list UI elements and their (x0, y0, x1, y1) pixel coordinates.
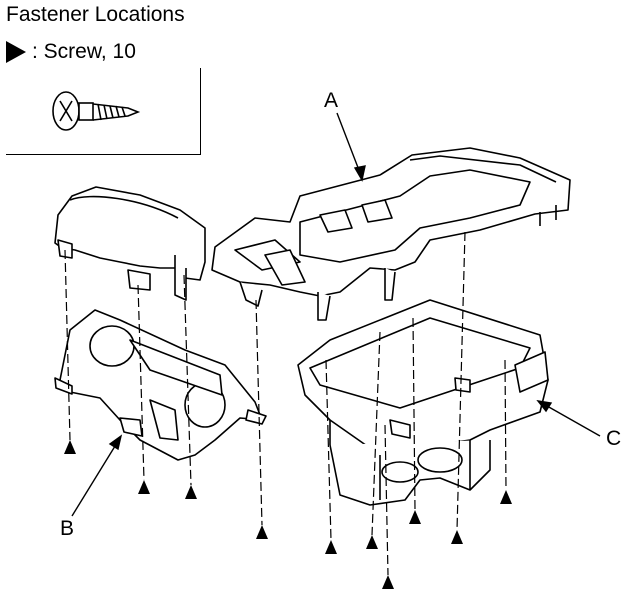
label-b: B (60, 517, 75, 540)
legend-text: : Screw, 10 (32, 40, 136, 63)
screw-callout-box (6, 68, 201, 155)
page-title: Fastener Locations (6, 3, 185, 26)
screw-illustration (52, 91, 141, 131)
screw-marker (409, 510, 421, 524)
screw-marker (138, 480, 150, 494)
lower-cover-b (54, 309, 267, 461)
screw-marker (500, 490, 512, 504)
screw-markers (64, 440, 512, 589)
label-c: C (606, 427, 622, 450)
screw-marker (185, 485, 197, 499)
label-a: A (324, 89, 339, 112)
screw-marker (64, 440, 76, 454)
shift-cover (54, 186, 263, 307)
triangle-marker-icon (6, 41, 26, 63)
screw-marker (256, 525, 268, 539)
console-box-c (297, 299, 549, 506)
screw-marker (366, 535, 378, 549)
screw-marker (325, 540, 337, 554)
screw-marker (382, 575, 394, 589)
screw-marker (451, 530, 463, 544)
legend: : Screw, 10 (6, 40, 136, 64)
fastener-lines (64, 231, 507, 576)
label-leaders (71, 112, 601, 517)
console-frame-a (211, 147, 571, 321)
